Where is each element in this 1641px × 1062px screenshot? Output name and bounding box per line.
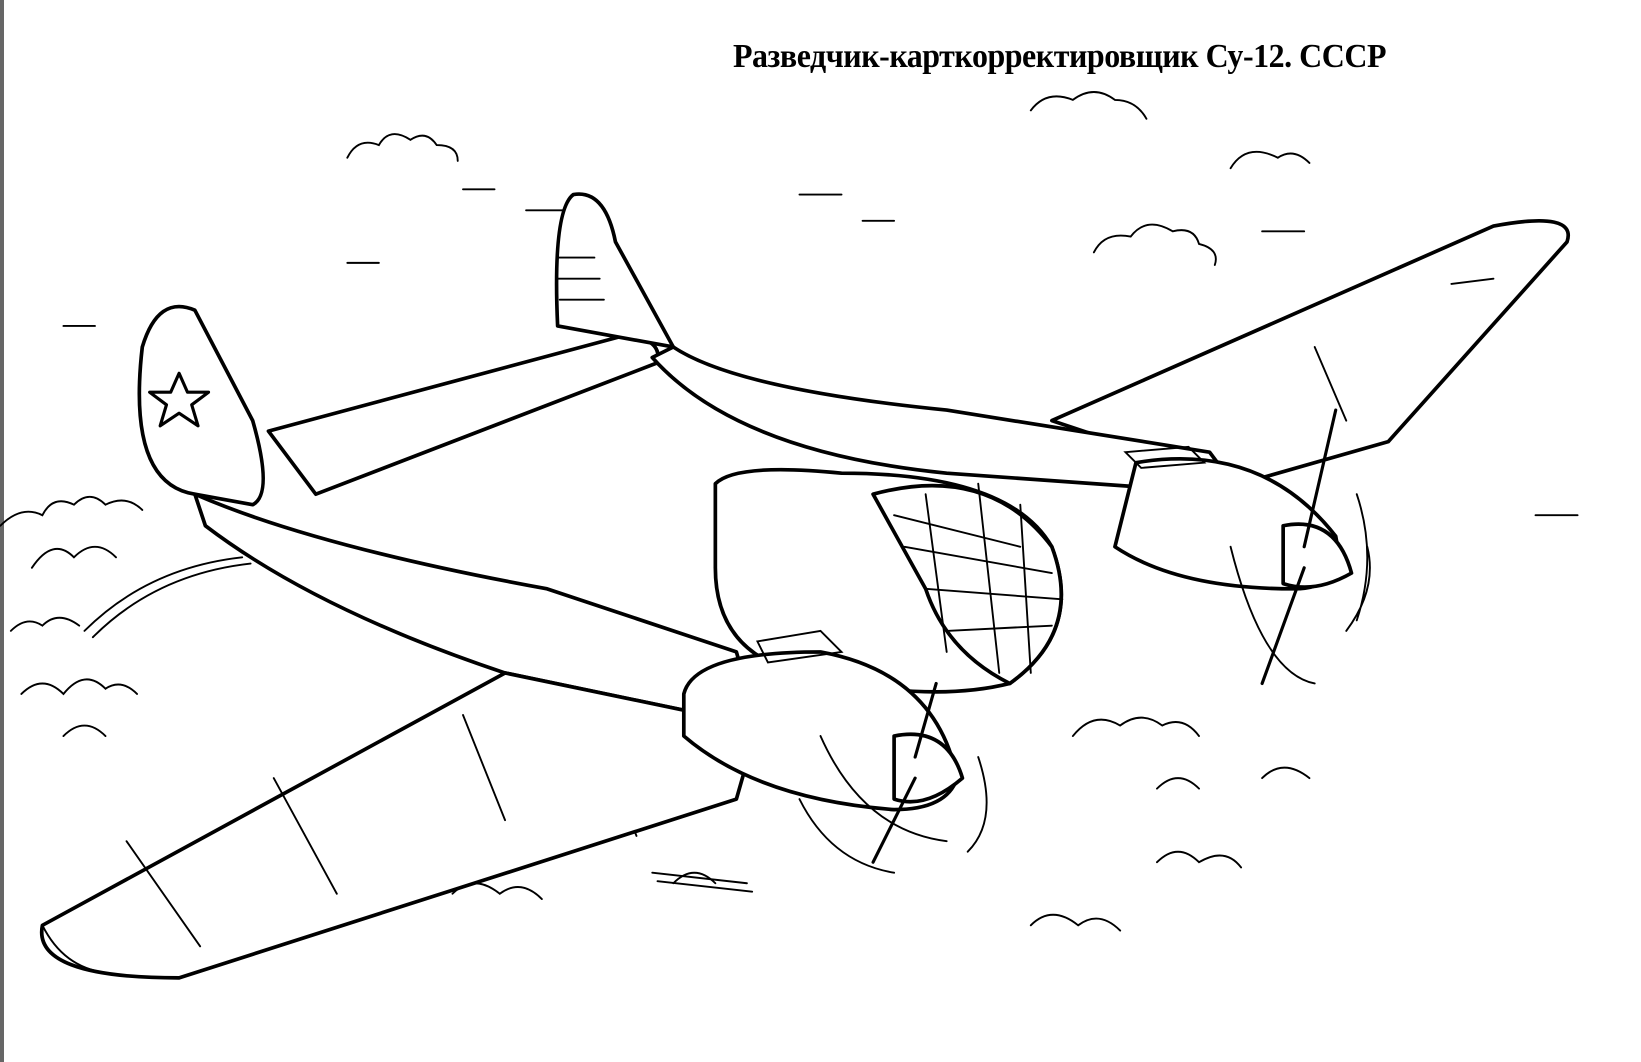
tailplane [266,334,660,497]
clouds [0,91,1579,932]
glazed-nose [871,483,1064,686]
left-spinner [892,732,965,804]
left-tail-fin [137,304,266,507]
aircraft [39,192,1571,980]
left-propeller [871,681,938,864]
right-wing [1049,219,1571,486]
star-icon [148,371,211,428]
right-boom [650,345,1243,497]
right-spinner [1281,522,1354,589]
left-wing [39,671,760,980]
page-title: Разведчик-карткорректировщик Су-12. СССР [733,38,1387,75]
right-tail-fin [554,192,676,349]
page-edge [0,0,4,1062]
right-propeller [1260,408,1338,686]
